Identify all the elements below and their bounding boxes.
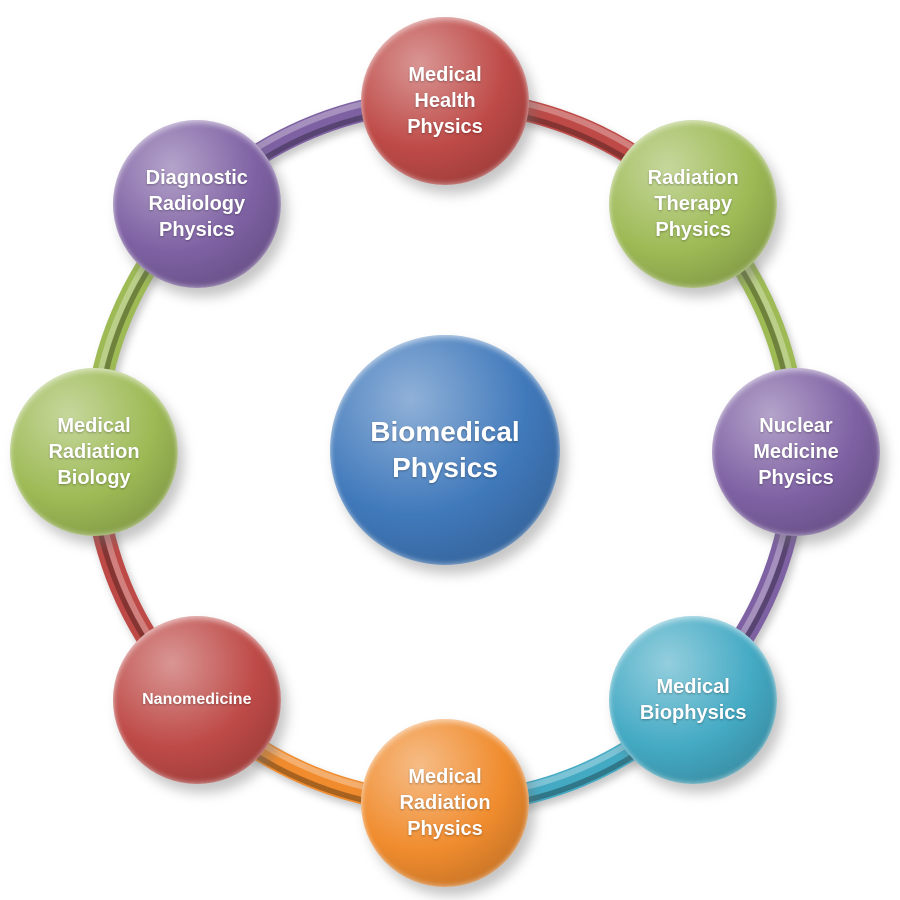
node-label: Nanomedicine xyxy=(142,690,252,708)
ring-node-nanomedicine: Nanomedicine xyxy=(112,616,281,785)
